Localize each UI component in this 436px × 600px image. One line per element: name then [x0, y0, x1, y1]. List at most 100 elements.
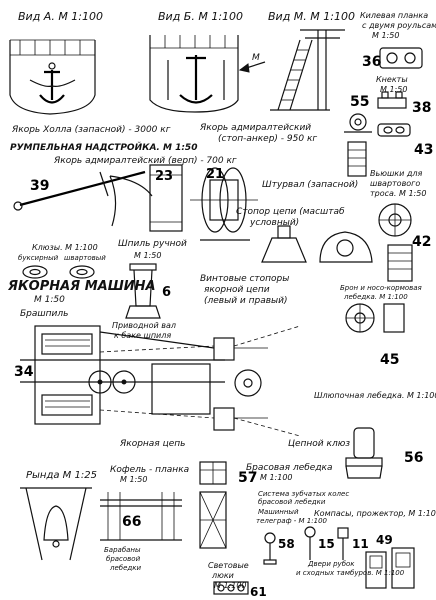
kluzy-title: Клюзы. М 1:100 [32, 243, 98, 252]
part-number-45: 45 [380, 352, 399, 368]
shturval-label: Штурвал (запасной) [262, 180, 358, 190]
searchlight-drawing [337, 527, 349, 560]
anchor-windlass-plan-drawing [20, 325, 268, 431]
shpil-line2: М 1:50 [134, 251, 161, 260]
anchor-stock-line2: (стоп-анкер) - 950 кг [218, 134, 317, 144]
shlyupochnaya-label: Шлюпочная лебедка. М 1:100 [314, 391, 436, 400]
stopor-line1: Стопор цепи (масштаб [236, 207, 345, 217]
sistema-line2: брасовой лебедки [258, 498, 326, 506]
privodnoy-line1: Приводной вал [112, 321, 176, 330]
telegraf-line2: телеграф - М 1:100 [256, 517, 328, 525]
knekty-drawing [377, 91, 407, 109]
yakornaya-mashina-title: ЯКОРНАЯ МАШИНА [7, 279, 156, 294]
view-a-stern-drawing [9, 39, 96, 115]
ship-bell-drawing [20, 487, 92, 561]
kluzy-shvartovy: швартовый [64, 254, 106, 262]
brashpil-label: Брашпиль [20, 309, 68, 319]
dveri-line1: Двери рубок [307, 560, 355, 568]
anchor-hall-label: Якорь Холла (запасной) - 3000 кг [11, 125, 171, 135]
vintovye-line1: Винтовые стопоры [200, 274, 289, 284]
barabany-line3: лебедки [109, 564, 141, 572]
hawse-pipes-drawing [22, 265, 95, 279]
bollard-56-drawing [345, 427, 383, 479]
windlass-drum-drawing [149, 164, 183, 232]
kilevaya-planka-line3: М 1:50 [372, 31, 399, 40]
kilevaya-planka-line2: с двумя роульсами [362, 21, 436, 30]
part-number-57: 57 [238, 470, 257, 486]
part-number-58: 58 [278, 537, 295, 551]
part-number-39: 39 [30, 178, 49, 194]
view-a-title: Вид А. М 1:100 [18, 10, 103, 23]
cleat-pair-drawing [377, 123, 411, 137]
brasovaya-line1: Брасовая лебедка [246, 463, 333, 473]
rumpel-title: РУМПЕЛЬНАЯ НАДСТРОЙКА. М 1:50 [10, 141, 197, 153]
pin-rail-drawing [100, 492, 182, 541]
part-number-38: 38 [412, 100, 431, 116]
part-number-43: 43 [414, 142, 433, 158]
brasovaya-line2: М 1:100 [260, 473, 293, 482]
roller-fairlead-drawing [344, 113, 372, 133]
kilevaya-planka-line1: Килевая планка [360, 11, 428, 20]
lyuki-line2: люки [211, 571, 234, 580]
yakornaya-mashina-scale: М 1:50 [34, 295, 65, 305]
chain-stopper-drawing [261, 225, 373, 263]
kofel-line2: М 1:50 [120, 475, 147, 484]
rynda-label: Рында М 1:25 [26, 470, 97, 481]
anchor-chain-drawing [99, 325, 301, 437]
barabany-line1: Барабаны [104, 546, 141, 554]
knekty-line1: Кнекты [376, 75, 408, 84]
part-number-66: 66 [122, 514, 141, 530]
privodnoy-line2: к баке шпиля [114, 331, 171, 340]
hand-capstan-drawing [125, 263, 161, 319]
vintovye-line2: якорной цепи [204, 285, 270, 295]
kompasy-label: Компасы, прожектор, М 1:100 [314, 509, 436, 518]
telegraf-line1: Машинный [258, 508, 299, 516]
sistema-line1: Система зубчатых колес [258, 490, 349, 498]
part-number-11: 11 [352, 537, 369, 551]
steering-wheel-drawing [190, 167, 258, 241]
skylights-drawing [213, 581, 249, 595]
view-b-title: Вид Б. М 1:100 [158, 10, 243, 23]
vyushki-line2: швартового [370, 179, 420, 188]
dveri-line2: и сходных тамбуров. М 1:100 [296, 569, 405, 577]
kluzy-buksirny: буксирный [18, 254, 59, 262]
kilevaya-planka-drawing [379, 47, 423, 69]
anchor-verp-label: Якорь адмиралтейский (верп) - 700 кг [53, 156, 237, 166]
view-m-ladder-drawing [270, 29, 345, 111]
vyushki-line3: троса. М 1:50 [370, 189, 426, 198]
part-number-15: 15 [318, 537, 335, 551]
winch-drawing [345, 244, 413, 333]
yakornaya-tsep-label: Якорная цепь [119, 439, 185, 449]
bron-line2: лебедка. М 1:100 [343, 293, 408, 301]
part-number-23: 23 [155, 169, 173, 184]
part-number-36: 36 [362, 54, 381, 70]
doors-drawing [365, 547, 415, 589]
kofel-line1: Кофель - планка [110, 465, 189, 475]
cable-reel-drawing [347, 141, 412, 237]
knekty-line2: М 1:50 [380, 85, 407, 94]
vyushki-line1: Вьюшки для [370, 169, 422, 178]
part-number-61: 61 [250, 585, 267, 599]
view-m-title: Вид М. М 1:100 [268, 10, 355, 23]
engine-telegraph-drawing [263, 532, 277, 565]
barabany-line2: брасовой [106, 555, 141, 563]
shpil-line1: Шпиль ручной [118, 239, 187, 249]
part-number-21: 21 [206, 167, 224, 182]
part-number-55: 55 [350, 94, 369, 110]
part-number-56: 56 [404, 450, 423, 466]
part-number-6: 6 [162, 285, 171, 300]
part-number-49: 49 [376, 533, 393, 547]
brace-winch-drawing [199, 461, 227, 549]
part-number-42: 42 [412, 234, 431, 250]
arrow-m-label: М [252, 53, 260, 63]
stopor-line2: условный) [249, 218, 299, 228]
vintovye-line3: (левый и правый) [204, 296, 288, 306]
lyuki-line1: Световые [208, 561, 249, 570]
compass-drawing [304, 526, 316, 560]
view-b-stern-drawing [149, 35, 239, 113]
tsepnoy-klyuz-label: Цепной клюз [288, 439, 350, 449]
bron-line1: Брон и носо-кормовая [340, 284, 422, 292]
arrow-m: М [238, 53, 266, 73]
anchor-stock-line1: Якорь адмиралтейский [199, 123, 311, 133]
part-number-34: 34 [14, 364, 34, 380]
